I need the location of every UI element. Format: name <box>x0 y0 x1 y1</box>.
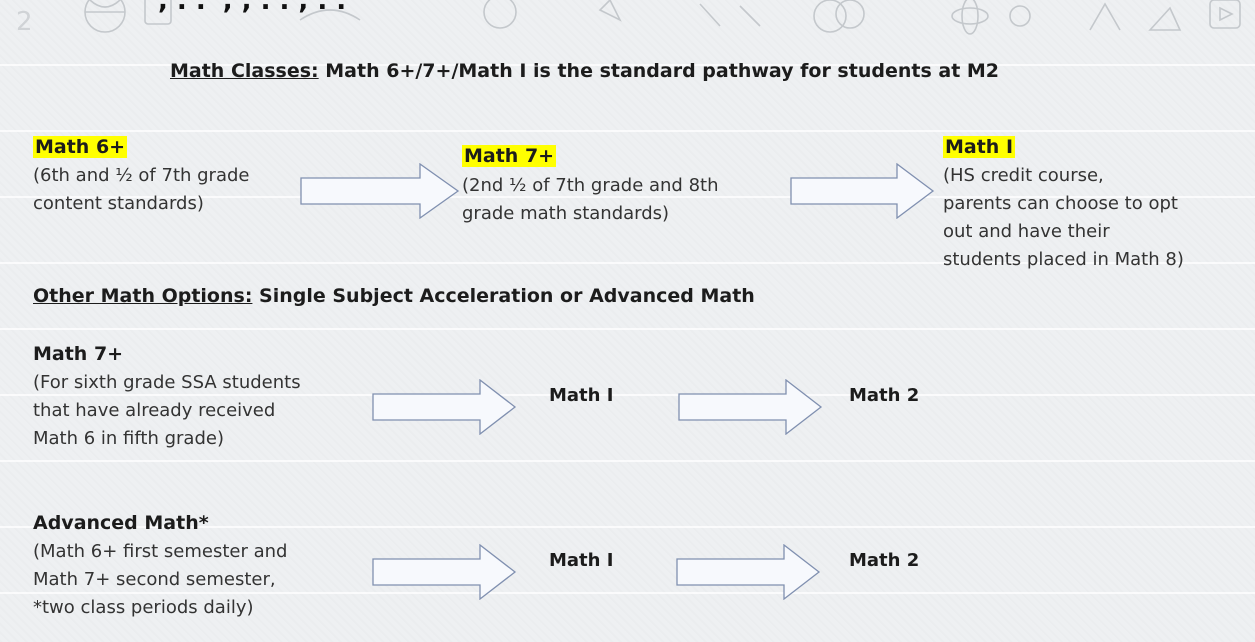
doodle-border: 2 ', . . ', , . . , . . <box>0 0 1255 40</box>
advanced-step-math2: Math 2 <box>849 550 920 571</box>
math1-highlight: Math I <box>943 136 1016 158</box>
other-options-heading: Other Math Options: Single Subject Accel… <box>33 285 755 307</box>
svg-text:2: 2 <box>16 7 33 37</box>
math7plus-desc: (2nd ½ of 7th grade and 8th grade math s… <box>462 175 719 224</box>
arrow-right-icon <box>372 544 517 600</box>
math7plus-title: Math 7+ <box>462 145 557 167</box>
math6plus-title: Math 6+ <box>33 136 128 158</box>
arrow-right-icon <box>678 379 823 435</box>
ssa-step-math2: Math 2 <box>849 385 920 406</box>
arrow-right-icon <box>676 544 821 600</box>
arrow-right-icon <box>300 163 460 219</box>
math-classes-text: Math 6+/7+/Math I is the standard pathwa… <box>318 60 1000 82</box>
ssa-title: Math 7+ <box>33 343 124 365</box>
math7plus-highlight: Math 7+ <box>462 145 557 167</box>
ssa-step-math1: Math I <box>549 385 614 406</box>
math-classes-label: Math Classes: <box>170 60 319 82</box>
arrow-right-icon <box>790 163 935 219</box>
math1-title: Math I <box>943 136 1016 158</box>
math1-desc: (HS credit course, parents can choose to… <box>943 165 1184 270</box>
arrow-right-icon <box>372 379 517 435</box>
other-options-label: Other Math Options: <box>33 285 253 307</box>
math6plus-desc: (6th and ½ of 7th grade content standard… <box>33 165 250 214</box>
advanced-step-math1: Math I <box>549 550 614 571</box>
advanced-title: Advanced Math* <box>33 512 209 534</box>
math6plus-highlight: Math 6+ <box>33 136 128 158</box>
advanced-desc: (Math 6+ first semester and Math 7+ seco… <box>33 541 288 618</box>
cut-off-heading: ', . . ', , . . , . . <box>150 0 347 16</box>
math-classes-heading: Math Classes: Math 6+/7+/Math I is the s… <box>170 60 999 82</box>
ssa-desc: (For sixth grade SSA students that have … <box>33 372 301 449</box>
other-options-text: Single Subject Acceleration or Advanced … <box>252 285 755 307</box>
doodle-icons: 2 <box>16 0 1241 37</box>
